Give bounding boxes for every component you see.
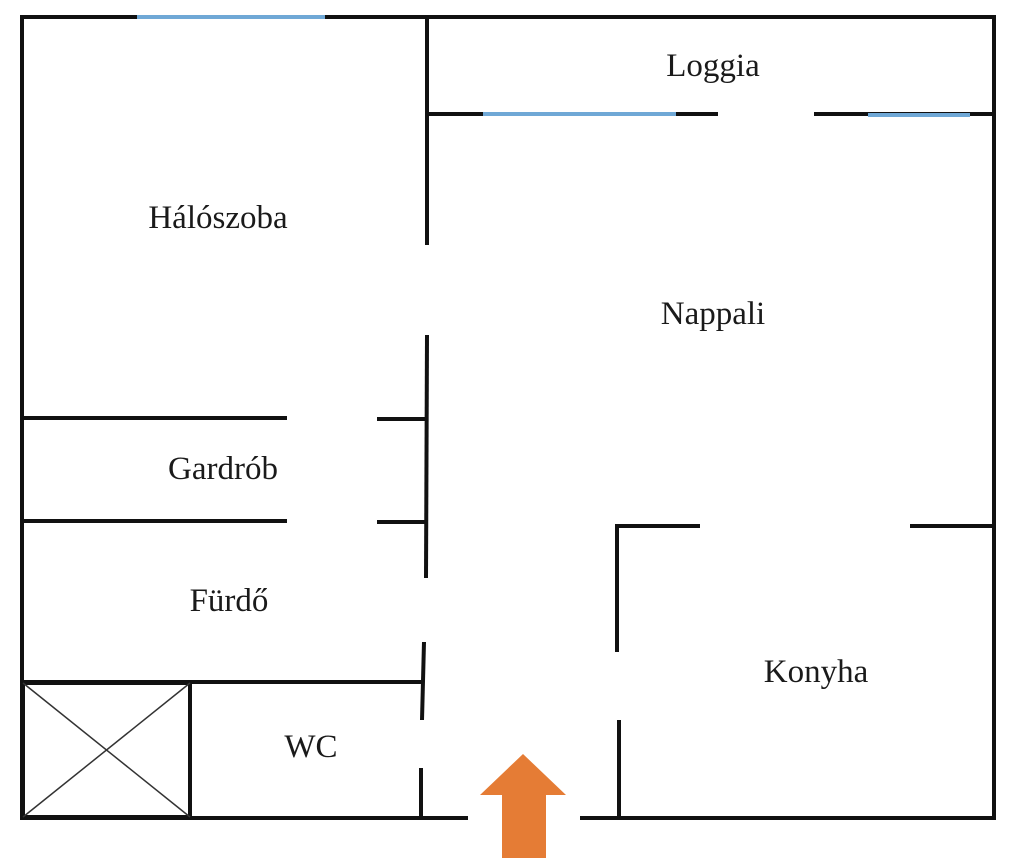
room-label-wc: WC (284, 729, 337, 765)
interior-walls (22, 17, 994, 818)
room-label-konyha: Konyha (764, 654, 869, 690)
room-label-haloszoba: Hálószoba (148, 200, 288, 236)
arrow-up-icon (480, 754, 566, 858)
room-label-nappali: Nappali (661, 296, 765, 332)
windows (137, 15, 970, 117)
room-label-furdo: Fürdő (190, 583, 269, 619)
crossed-square-icon (21, 681, 192, 819)
room-label-loggia: Loggia (666, 48, 760, 84)
room-label-gardrob: Gardrób (168, 451, 278, 487)
wall-bedroom-east-lower (424, 334, 429, 579)
room-labels: Loggia Hálószoba Nappali Gardrób Fürdő W… (148, 48, 868, 765)
